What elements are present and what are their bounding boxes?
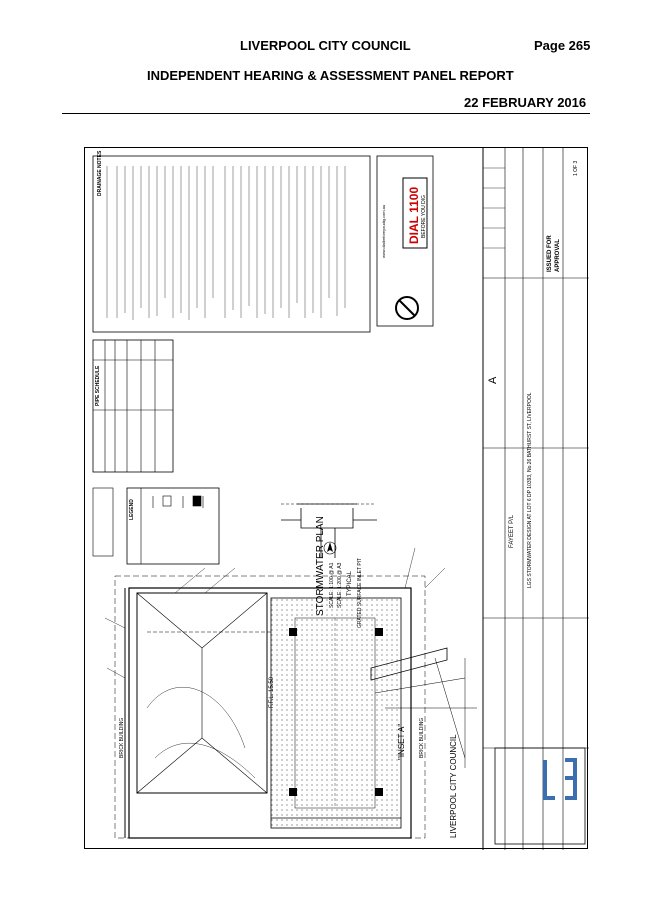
council-name: LIVERPOOL CITY COUNCIL <box>240 38 411 53</box>
header-rule <box>62 113 590 114</box>
scale-a3: SCALE: 1:200 @ A3 <box>337 562 343 608</box>
section-subtitle: GRATED SURFACE INLET PIT <box>357 557 363 628</box>
council-title: LIVERPOOL CITY COUNCIL <box>449 734 458 838</box>
plan-title: STORMWATER PLAN <box>315 516 326 616</box>
drawing-linework <box>92 148 589 850</box>
section-title: TYPICAL <box>347 570 353 596</box>
drainage-notes-title: DRAINAGE NOTES <box>97 150 103 196</box>
ffl-label: F.F.L. 15.50 <box>269 676 275 708</box>
brick-building-label-2: BRICK BUILDING <box>419 717 425 758</box>
pipe-schedule-title: PIPE SCHEDULE <box>95 365 101 406</box>
dial-url: www.dialbeforeyoudig.com.au <box>381 204 386 258</box>
stormwater-drawing: STORMWATER PLAN SCALE: 1:100 @ A1 SCALE:… <box>84 147 589 850</box>
brick-building-label: BRICK BUILDING <box>119 717 125 758</box>
revision-letter: A <box>487 376 499 384</box>
report-date: 22 FEBRUARY 2016 <box>464 95 587 110</box>
project-name: LGS STORMWATER DESIGN AT LOT 6 DP 10393,… <box>527 392 533 588</box>
dial-text: DIAL 1100 <box>407 186 421 244</box>
issue-status-2: APPROVAL <box>555 239 561 272</box>
page-number: Page 265 <box>534 38 591 53</box>
inset-label: "INSET A" <box>397 723 406 760</box>
sheet-number: 1 OF 3 <box>573 160 579 176</box>
dial-sub: BEFORE YOU DIG <box>421 195 427 238</box>
client-name: FAYEET P/L <box>509 514 515 548</box>
scale-a1: SCALE: 1:100 @ A1 <box>329 562 335 608</box>
issue-status: ISSUED FOR <box>547 235 553 272</box>
report-title: INDEPENDENT HEARING & ASSESSMENT PANEL R… <box>147 68 514 83</box>
legend-title: LEGEND <box>129 499 135 520</box>
